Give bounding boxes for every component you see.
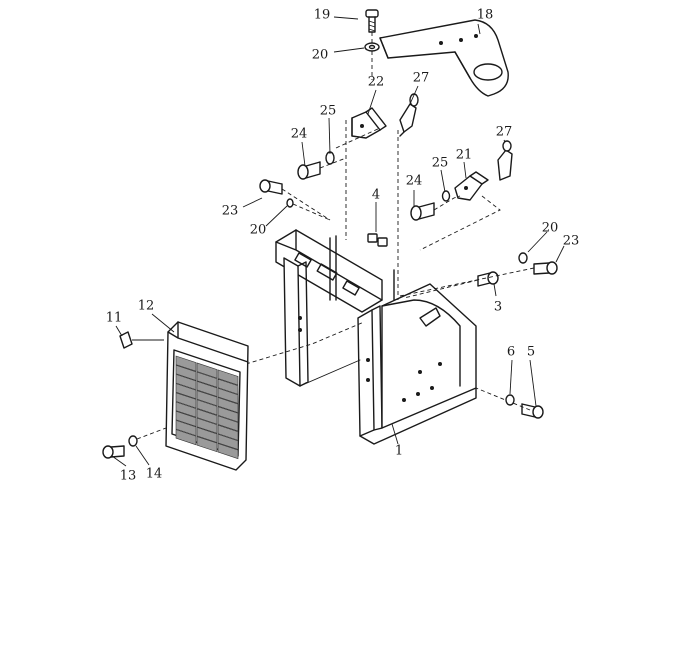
callout-labels: 1 3 4 5 6 11 12 13 14 18 19 20 20 20 21 …: [106, 8, 580, 484]
grille-slot: [217, 369, 239, 386]
grille-slot: [217, 397, 239, 414]
callout-6: 6: [507, 345, 515, 360]
bolt-23-left: [259, 179, 283, 195]
callout-22: 22: [368, 75, 385, 90]
bracket-22: [351, 107, 387, 139]
callout-20-right: 20: [542, 221, 559, 236]
washer-20-top: [364, 42, 380, 52]
callout-23-left: 23: [222, 204, 239, 219]
callout-27-upper: 27: [413, 71, 430, 86]
callout-24-lower: 24: [406, 174, 423, 189]
grille-slot: [217, 424, 239, 441]
grille-slot: [196, 362, 218, 379]
grille-slot: [196, 380, 218, 397]
washer-6: [505, 394, 515, 406]
grille-slot: [175, 401, 197, 418]
switch-27-upper: [399, 93, 419, 137]
leader-lines: [111, 16, 565, 467]
bracket-21: [454, 171, 489, 201]
bolt-23-right: [533, 261, 558, 275]
callout-27-lower: 27: [496, 125, 513, 140]
grille-slot: [175, 419, 197, 437]
washer-20-right: [518, 252, 528, 264]
grille-slot: [196, 436, 218, 453]
grille-slot: [175, 392, 197, 409]
washer-20-left: [286, 198, 294, 208]
bolt-5: [521, 403, 544, 419]
callout-25-upper: 25: [320, 104, 337, 119]
grille-slot: [196, 390, 218, 407]
bolt-24-lower: [410, 202, 435, 221]
grille-slot: [217, 433, 239, 450]
clip-11: [119, 331, 133, 349]
callout-20-top: 20: [312, 48, 329, 63]
main-frame: [275, 229, 477, 445]
grille-slot: [196, 371, 218, 388]
grille-slot: [175, 410, 197, 427]
grille-12: [165, 321, 249, 471]
nuts-4: [367, 233, 388, 247]
top-cover-plate: [379, 19, 509, 97]
callout-13: 13: [120, 469, 137, 484]
callout-12: 12: [138, 299, 155, 314]
bolt-3: [477, 271, 499, 287]
callout-4: 4: [372, 188, 380, 203]
bolt-13: [102, 445, 125, 459]
grille-slot: [175, 355, 197, 372]
bolt-24-upper: [297, 161, 321, 180]
callout-20-left: 20: [250, 223, 267, 238]
grille-slot: [175, 429, 197, 446]
callout-24-upper: 24: [291, 127, 308, 142]
grille-slot: [217, 415, 239, 432]
bolt-19: [365, 9, 379, 33]
grille-slot: [175, 373, 197, 391]
grille-slot: [196, 408, 218, 425]
callout-14: 14: [146, 467, 163, 482]
callout-19: 19: [314, 8, 331, 23]
grille-slot: [217, 378, 239, 395]
switch-27-lower: [497, 140, 513, 181]
callout-5: 5: [527, 345, 535, 360]
grille-slot: [196, 417, 218, 434]
callout-18: 18: [477, 8, 494, 23]
grille-slot: [217, 406, 239, 423]
callout-11: 11: [106, 311, 123, 326]
callout-3: 3: [494, 300, 502, 315]
grille-slot: [217, 387, 239, 404]
grille-slot: [217, 443, 239, 460]
callout-25-lower: 25: [432, 156, 449, 171]
grille-slot: [175, 364, 197, 381]
grille-slot: [196, 399, 218, 416]
washer-25-lower: [441, 190, 451, 202]
washer-14: [128, 435, 138, 447]
callout-23-right: 23: [563, 234, 580, 249]
callout-21: 21: [456, 148, 473, 163]
callout-1: 1: [395, 444, 403, 459]
grille-slot: [196, 426, 218, 443]
grille-slot: [175, 383, 197, 400]
